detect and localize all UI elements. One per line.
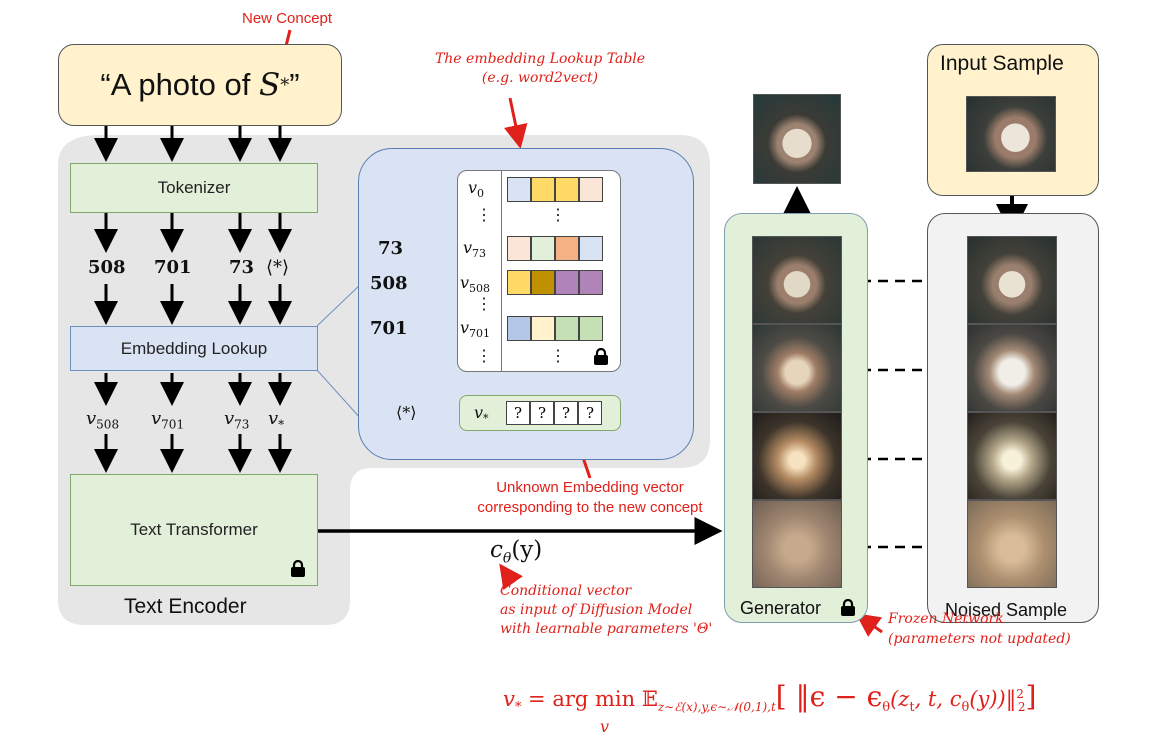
unknown-embedding-annotation: Unknown Embedding vector corresponding t… bbox=[455, 478, 725, 518]
frozen-annotation-line1: Frozen Network bbox=[888, 611, 1004, 627]
lookup-table-annotation: The embedding Lookup Table (e.g. word2ve… bbox=[400, 50, 680, 88]
embedding-cell bbox=[531, 270, 555, 295]
vector-v73: v73 bbox=[224, 408, 250, 432]
zoom-line-bottom bbox=[316, 369, 363, 421]
embedding-cell bbox=[531, 316, 555, 341]
token-arrows bbox=[94, 284, 292, 325]
vector-vstar: v* bbox=[268, 408, 285, 432]
table-lock-icon bbox=[593, 347, 609, 371]
lookup-annotation-line1: The embedding Lookup Table bbox=[434, 51, 646, 67]
table-input-701: 701 bbox=[370, 318, 408, 339]
unknown-cell-3: ? bbox=[554, 401, 578, 425]
table-input-508: 508 bbox=[370, 273, 408, 294]
noised-step-2-image bbox=[967, 324, 1057, 412]
zoom-line-top bbox=[316, 282, 363, 327]
token-star: ⟨*⟩ bbox=[266, 257, 290, 278]
frozen-network-annotation: Frozen Network (parameters not updated) bbox=[888, 609, 1071, 649]
unknown-vector-label: v* bbox=[474, 403, 489, 426]
noised-step-4-image bbox=[967, 500, 1057, 588]
row-dots-1: ⋮ bbox=[476, 205, 492, 224]
generator-step-1-image bbox=[752, 236, 842, 324]
embedding-cell bbox=[579, 270, 603, 295]
vector-v508: v508 bbox=[86, 408, 120, 432]
row-label-v0: v0 bbox=[468, 178, 485, 201]
unknown-annotation-line2: corresponding to the new concept bbox=[477, 499, 703, 516]
token-508: 508 bbox=[88, 257, 126, 278]
text-transformer-label: Text Transformer bbox=[130, 520, 258, 539]
row-dots-3: ⋮ bbox=[476, 346, 492, 365]
row-label-v73: v73 bbox=[463, 238, 487, 261]
generated-output-image bbox=[753, 94, 841, 184]
generator-label: Generator bbox=[740, 598, 822, 618]
embedding-cell bbox=[555, 316, 579, 341]
text-encoder-title: Text Encoder bbox=[124, 595, 247, 618]
embedding-cell bbox=[555, 236, 579, 261]
conditional-annotation-line3: with learnable parameters 'Θ' bbox=[500, 621, 713, 637]
embedding-cell bbox=[507, 270, 531, 295]
unknown-cell-4: ? bbox=[578, 401, 602, 425]
generator-step-3-image bbox=[752, 412, 842, 500]
embedding-lookup-label: Embedding Lookup bbox=[120, 338, 268, 358]
token-73: 73 bbox=[229, 257, 255, 278]
prompt-box: “A photo of S*” bbox=[58, 44, 342, 126]
cell-dots-2: ⋮ bbox=[550, 346, 566, 365]
conditional-annotation-line2: as input of Diffusion Model bbox=[500, 602, 693, 618]
cell-dots-1: ⋮ bbox=[550, 205, 566, 224]
embedding-cell bbox=[579, 236, 603, 261]
embedding-cell bbox=[555, 177, 579, 202]
input-sample-label: Input Sample bbox=[940, 52, 1064, 75]
conditional-annotation-line1: Conditional vector bbox=[500, 583, 632, 599]
tokenizer-arrows bbox=[94, 213, 292, 253]
unknown-annotation-line1: Unknown Embedding vector bbox=[496, 479, 684, 496]
embedding-cell bbox=[579, 177, 603, 202]
lookup-annotation-line2: (e.g. word2vect) bbox=[481, 70, 599, 86]
noised-step-1-image bbox=[967, 236, 1057, 324]
lookup-arrows bbox=[94, 373, 292, 406]
embedding-cell bbox=[507, 316, 531, 341]
transformer-lock-icon bbox=[290, 559, 306, 583]
embedding-cell bbox=[507, 177, 531, 202]
new-concept-label: New Concept bbox=[242, 10, 333, 27]
embedding-lookup-box: Embedding Lookup bbox=[70, 326, 318, 371]
generator-step-2-image bbox=[752, 324, 842, 412]
embedding-cell bbox=[531, 236, 555, 261]
tokenizer-box: Tokenizer bbox=[70, 163, 318, 213]
unknown-input: ⟨*⟩ bbox=[396, 403, 417, 422]
unknown-cell-1: ? bbox=[506, 401, 530, 425]
generator-step-4-image bbox=[752, 500, 842, 588]
text-transformer-box: Text Transformer bbox=[70, 474, 318, 586]
input-sample-image bbox=[966, 96, 1056, 172]
unknown-cell-2: ? bbox=[530, 401, 554, 425]
prompt-concept-sub: * bbox=[280, 74, 290, 96]
noised-sample-label: Noised Sample bbox=[945, 600, 1068, 620]
argmin-subscript: v bbox=[600, 717, 610, 736]
token-701: 701 bbox=[154, 257, 192, 278]
tokenizer-label: Tokenizer bbox=[157, 178, 231, 197]
prompt-concept: S bbox=[258, 67, 281, 103]
embedding-cell bbox=[531, 177, 555, 202]
conditional-vector-label: cθ(y) bbox=[490, 537, 543, 567]
row-label-v508: v508 bbox=[460, 273, 491, 296]
lookup-table-divider bbox=[501, 170, 502, 372]
embedding-cell bbox=[507, 236, 531, 261]
generator-lock-icon bbox=[840, 598, 856, 622]
frozen-annotation-line2: (parameters not updated) bbox=[888, 631, 1071, 647]
loss-formula: v* = arg min 𝔼z∼ℰ(x),y,ϵ∼𝒩(0,1),t[ ‖ϵ − … bbox=[503, 680, 1037, 716]
noised-step-3-image bbox=[967, 412, 1057, 500]
vector-arrows bbox=[94, 434, 292, 473]
embedding-cell bbox=[579, 316, 603, 341]
prompt-close: ” bbox=[289, 67, 300, 102]
prompt-text: “A photo of bbox=[100, 67, 259, 102]
embedding-cell bbox=[555, 270, 579, 295]
vector-v701: v701 bbox=[151, 408, 185, 432]
table-input-73: 73 bbox=[378, 238, 404, 259]
conditional-annotation: Conditional vector as input of Diffusion… bbox=[500, 582, 712, 639]
row-dots-2: ⋮ bbox=[476, 294, 492, 313]
row-label-v701: v701 bbox=[460, 318, 491, 341]
